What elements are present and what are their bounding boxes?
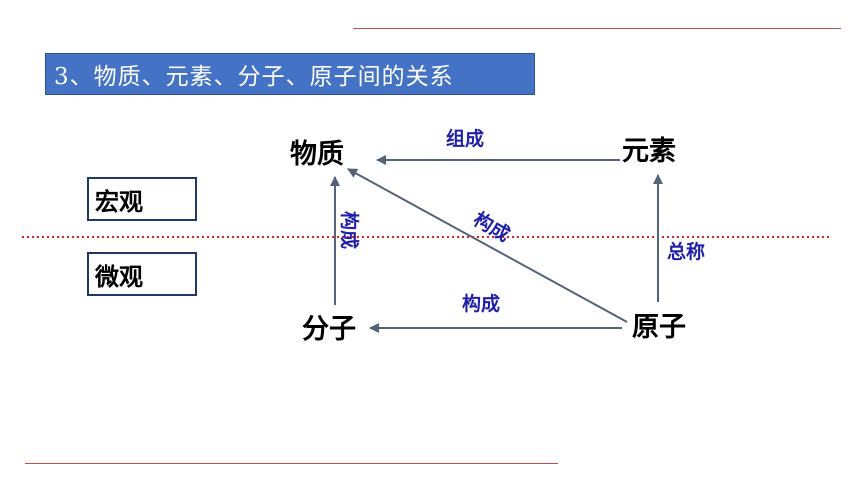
relation-atom-to-molecule: 构成 [462, 292, 500, 315]
section-title-text: 3、物质、元素、分子、原子间的关系 [54, 64, 454, 90]
top-rule [353, 28, 841, 29]
relation-element-to-matter: 组成 [446, 127, 484, 150]
node-atom: 原子 [632, 312, 686, 343]
relation-atom-to-element: 总称 [667, 240, 705, 263]
micro-level-box: 微观 [87, 252, 197, 296]
arrow-atom-to-matter [347, 168, 628, 323]
relation-atom-to-matter: 构成 [470, 207, 514, 246]
macro-level-box: 宏观 [87, 177, 197, 221]
micro-level-label: 微观 [95, 262, 143, 291]
relation-molecule-to-matter: 构成 [338, 211, 361, 249]
bottom-rule [25, 463, 558, 464]
node-element: 元素 [622, 136, 676, 167]
section-title: 3、物质、元素、分子、原子间的关系 [45, 53, 535, 95]
node-molecule: 分子 [302, 314, 356, 345]
node-matter: 物质 [290, 139, 344, 170]
macro-level-label: 宏观 [95, 187, 143, 216]
